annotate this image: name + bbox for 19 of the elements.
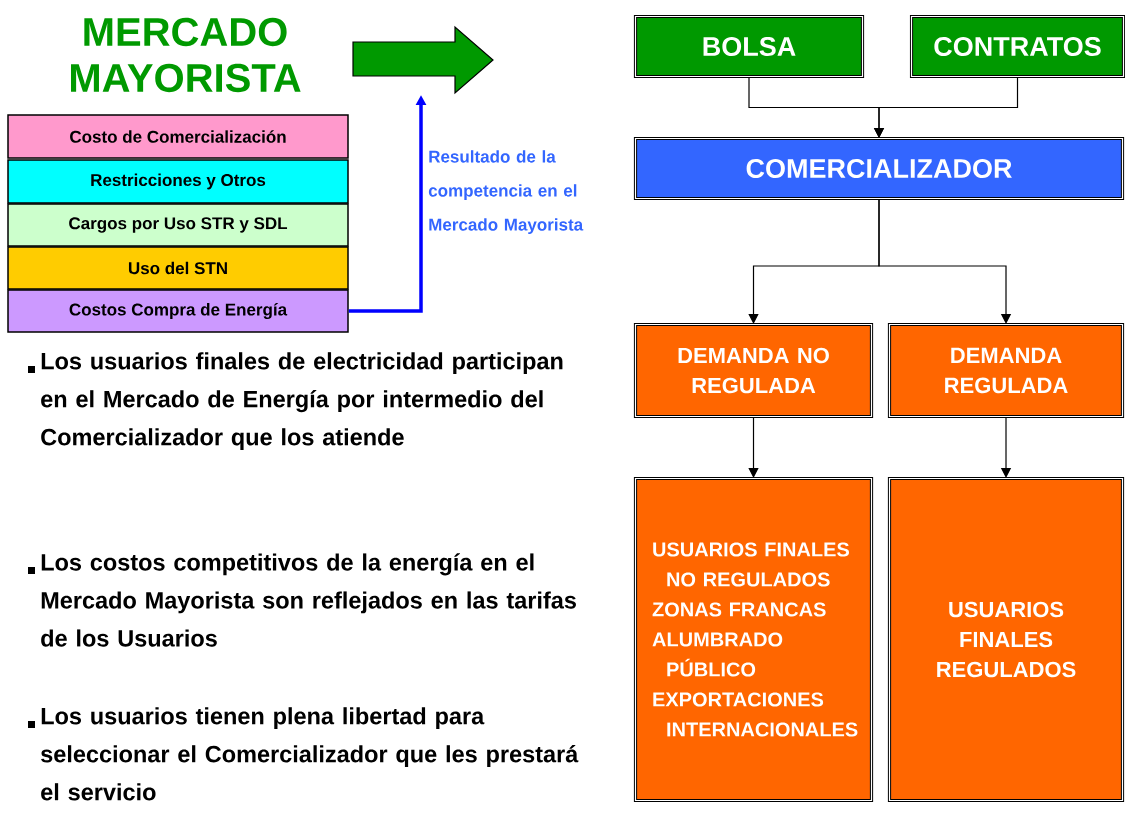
bullet-text: Los usuarios tienen plena libertad para seleccionar el Comercializador que les prestará el servicio: [41, 707, 579, 801]
process-box: COMERCIALIZADOR: [633, 136, 1125, 201]
process-box: DEMANDA REGULADA: [887, 322, 1125, 419]
arrow: [878, 198, 1012, 324]
title: MERCADO MAYORISTA: [71, 17, 301, 93]
cost-box: Restricciones y Otros: [7, 159, 349, 204]
cost-box: Cargos por Uso STR y SDL: [7, 203, 349, 247]
bullet-text: Los usuarios finales de electricidad participan en el Mercado de Energía por intermedio del Comercializador que los atiende: [41, 352, 563, 451]
process-box: USUARIOS FINALES NO REGULADOS ZONAS FRANCAS ALUMBRADO PÚBLICO EXPORTACIONES INTERNACIONALES: [633, 476, 874, 803]
process-box: BOLSA: [633, 14, 865, 79]
cost-box: Uso del STN: [7, 246, 349, 290]
cost-box: Costos Compra de Energía: [7, 289, 349, 333]
arrow: [748, 416, 759, 478]
cost-box: Costo de Comercialización: [7, 114, 349, 159]
process-box: USUARIOS FINALES REGULADOS: [887, 476, 1125, 803]
bullet-text: Los costos competitivos de la energía en el Mercado Mayorista son reflejados en las tarifas de los Usuarios: [41, 553, 576, 647]
process-box: CONTRATOS: [909, 14, 1125, 79]
edge-label: Resultado de la competencia en el Mercado Mayorista: [428, 150, 584, 235]
process-box: DEMANDA NO REGULADA: [633, 322, 874, 419]
